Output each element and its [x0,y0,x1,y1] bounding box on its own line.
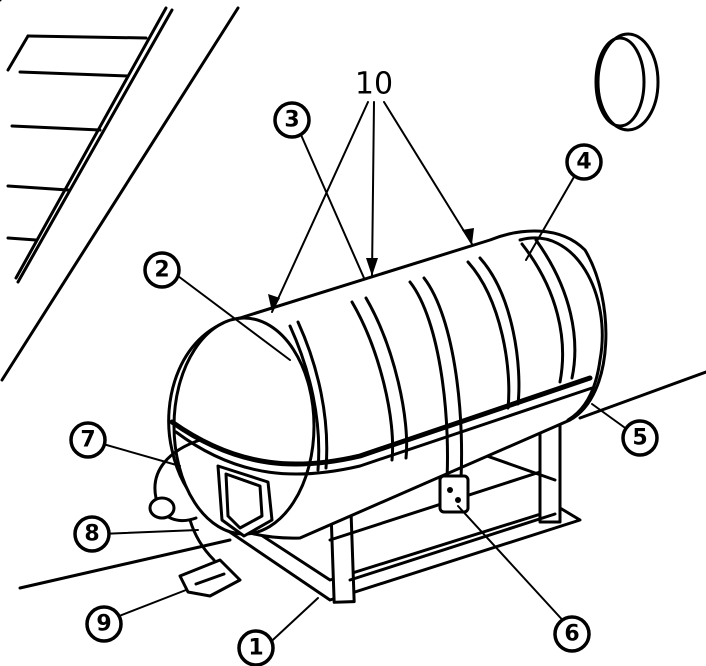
callout-5: 5 [621,419,659,457]
callout-4: 4 [565,143,603,181]
callout-8: 8 [73,515,111,553]
svg-text:2: 2 [154,258,169,283]
callout-6: 6 [553,615,591,653]
lanyard-assembly [148,438,242,598]
svg-text:9: 9 [96,612,111,637]
svg-text:4: 4 [576,150,591,175]
callout-9: 9 [85,605,123,643]
callout-3: 3 [273,101,311,139]
container-straps [288,238,577,514]
svg-text:6: 6 [564,622,579,647]
leader-lines [95,127,629,651]
porthole-window [594,32,660,132]
aircraft-wall-lines [0,0,240,382]
callout-2: 2 [143,251,181,289]
svg-text:5: 5 [632,426,647,451]
svg-text:8: 8 [84,522,99,547]
callout-7: 7 [69,421,107,459]
svg-text:1: 1 [248,636,263,661]
raft-container-body [167,229,608,540]
ladder-rungs [6,34,148,242]
svg-text:3: 3 [284,108,299,133]
svg-text:7: 7 [80,428,95,453]
group-label-10: 10 [355,67,393,102]
group-10-arrows [268,101,474,313]
callout-1: 1 [237,629,275,666]
